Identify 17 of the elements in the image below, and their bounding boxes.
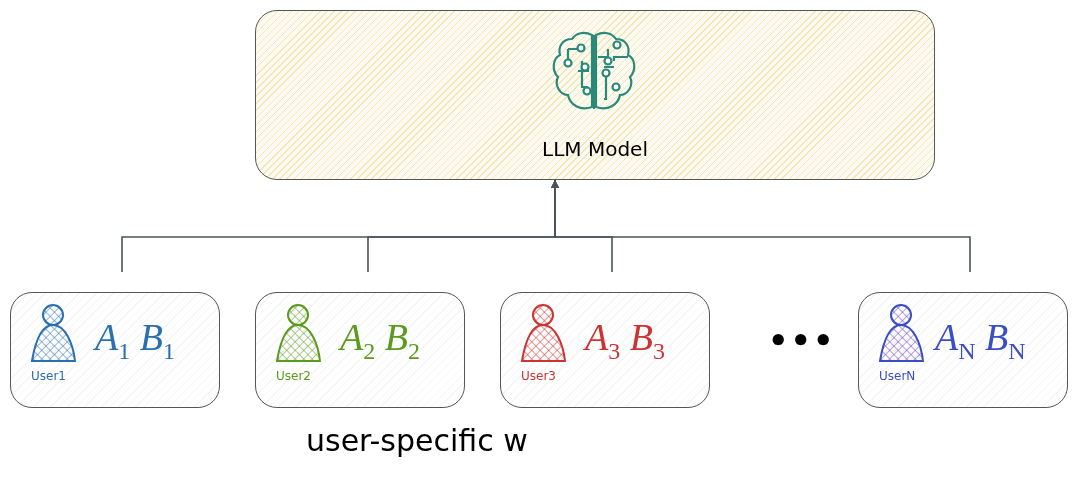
user-label: User3 xyxy=(521,369,556,383)
matrix-symbols: A$_{1}$ B$_{1}$ xyxy=(95,315,175,365)
matrix-symbols: A$_{3}$ B$_{3}$ xyxy=(585,315,665,365)
matrix-symbols: A$_{N}$ B$_{N}$ xyxy=(935,315,1026,365)
model-label: LLM Model xyxy=(541,137,649,161)
user-label: User1 xyxy=(31,369,66,383)
user-label: UserN xyxy=(879,369,916,383)
user-box xyxy=(500,292,710,408)
user-box xyxy=(10,292,220,408)
ellipsis: ••• xyxy=(768,322,836,360)
connector-arrow xyxy=(551,179,971,273)
user-box xyxy=(255,292,465,408)
model-box xyxy=(255,10,935,180)
user-label: User2 xyxy=(276,369,311,383)
matrix-symbols: A$_{2}$ B$_{2}$ xyxy=(340,315,420,365)
user-box xyxy=(858,292,1068,408)
caption: user-specific w xyxy=(306,423,528,458)
